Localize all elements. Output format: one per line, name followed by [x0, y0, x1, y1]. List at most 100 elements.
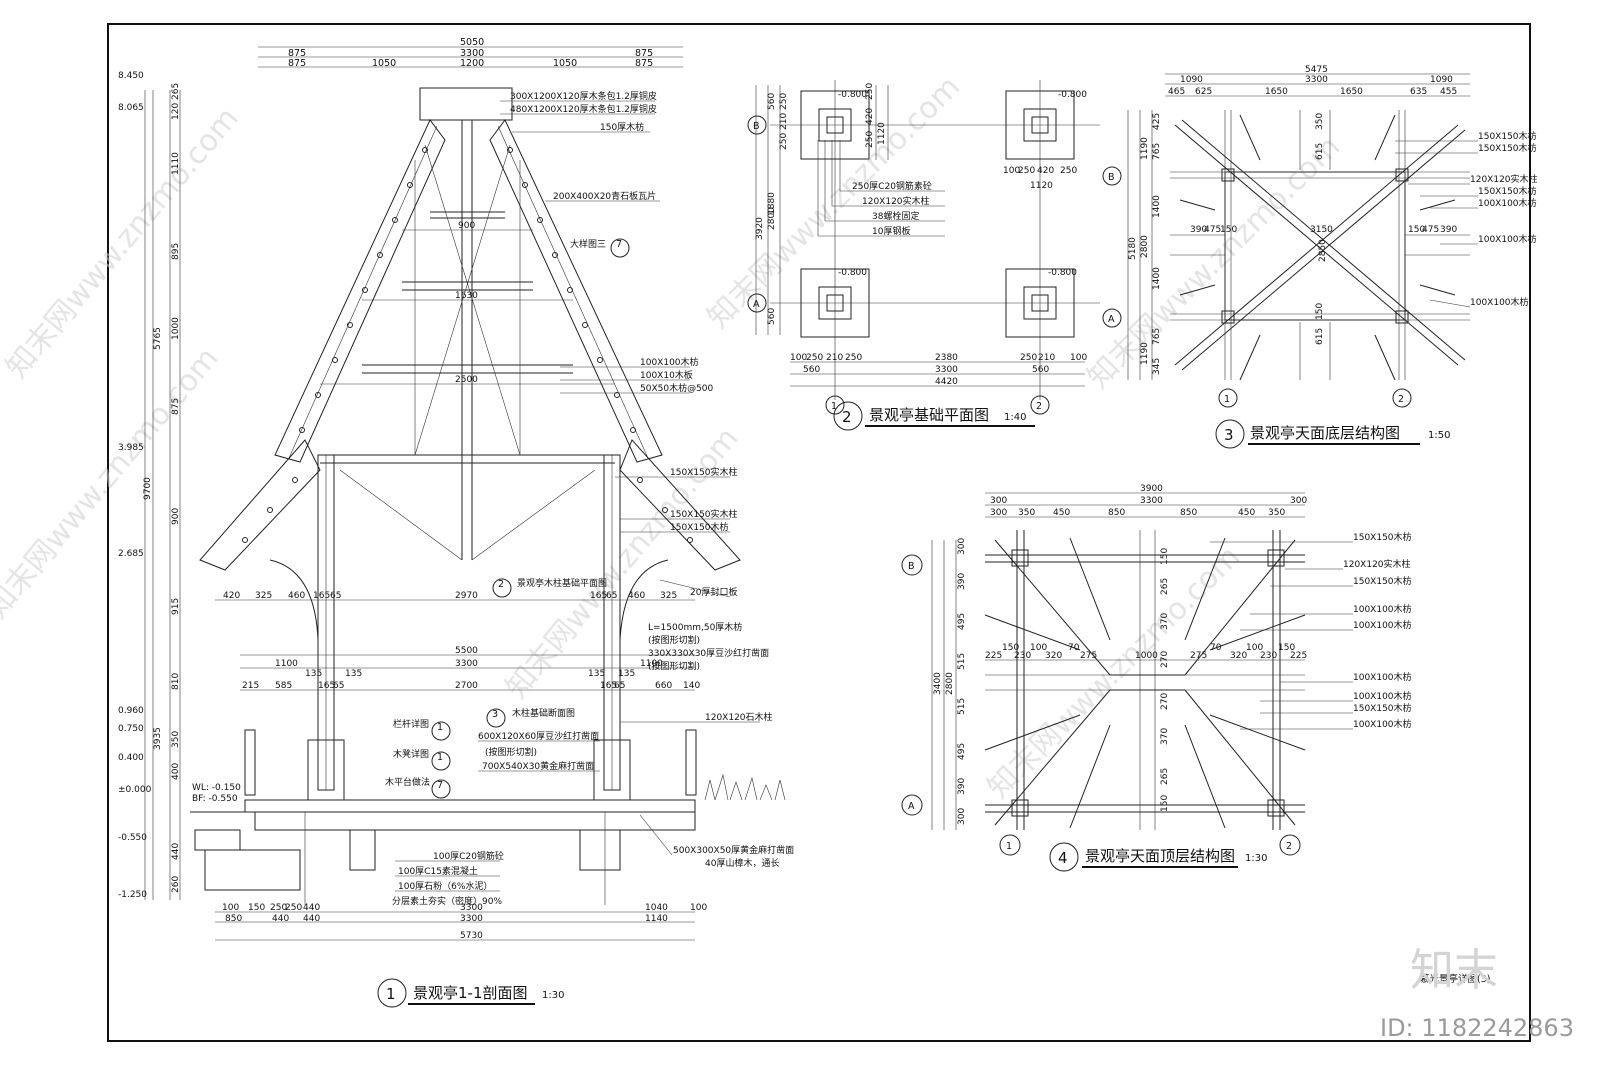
- callout: 1: [437, 722, 443, 733]
- dim: 325: [660, 591, 677, 601]
- dim: 450: [1053, 508, 1070, 518]
- dim: 1880: [767, 192, 777, 215]
- dim: 135: [305, 669, 322, 679]
- sheet-name: 慕光景亭详图(3): [1420, 973, 1490, 985]
- elevation: 0.960: [118, 706, 144, 716]
- dim: 390: [1190, 225, 1207, 235]
- dim: 150: [1160, 548, 1170, 565]
- dim: 350: [1315, 113, 1325, 130]
- dim: 250: [845, 353, 862, 363]
- dim: 1090: [1430, 75, 1453, 85]
- dim: 225: [985, 651, 1002, 661]
- axis-label: 2: [1036, 401, 1042, 412]
- dim: 615: [1315, 328, 1325, 345]
- dim: 850: [1180, 508, 1197, 518]
- dim: 250: [285, 903, 302, 913]
- elevation: 0.400: [118, 753, 144, 763]
- dim: 320: [1230, 651, 1247, 661]
- dim-top: 1050: [553, 58, 577, 69]
- dim-top: 875: [635, 58, 653, 69]
- dim: 300: [990, 508, 1007, 518]
- dim: 2850: [1318, 239, 1328, 262]
- roof-top-number: 4: [1058, 849, 1068, 867]
- dim: 100: [1030, 643, 1047, 653]
- annotation: 150X150木枋: [1353, 702, 1412, 714]
- dim: 150: [1278, 643, 1295, 653]
- dim: 915: [171, 598, 181, 615]
- annotation: 100X100木枋: [1353, 603, 1412, 615]
- dim: 300: [957, 538, 967, 555]
- annotation: 150X150木枋: [1478, 130, 1537, 142]
- dim: 70: [1210, 643, 1222, 653]
- dim-top: 875: [288, 48, 306, 59]
- image-id: ID: 1182242863: [1380, 1014, 1574, 1042]
- annotation: 150X150木枋: [1353, 531, 1412, 543]
- dim: 250: [779, 133, 789, 150]
- dim: 210: [826, 353, 843, 363]
- dim: 400: [171, 763, 181, 780]
- dim: 270: [1160, 651, 1170, 668]
- dim: 2800: [1140, 235, 1150, 258]
- dim: 150: [1002, 643, 1019, 653]
- axis-label: 1: [1006, 841, 1012, 852]
- dim: 250: [865, 83, 875, 100]
- dim: 300: [990, 496, 1007, 506]
- dim: 250: [1060, 166, 1077, 176]
- dim: 1120: [1030, 181, 1053, 191]
- axis-label: 1: [1224, 394, 1230, 405]
- dim: 270: [1160, 693, 1170, 710]
- dim: 230: [1260, 651, 1277, 661]
- title-number-circle: [377, 978, 407, 1008]
- dim: 475: [1204, 225, 1221, 235]
- dim: 210: [1038, 353, 1055, 363]
- axis-label: B: [1108, 172, 1115, 183]
- dim: 4420: [935, 377, 958, 387]
- dim: 495: [957, 743, 967, 760]
- dim: 370: [1160, 613, 1170, 630]
- dim: 440: [272, 914, 289, 924]
- annotation: (按图形切割): [648, 634, 700, 646]
- dim-top: 1200: [460, 58, 484, 69]
- dim: 515: [957, 653, 967, 670]
- dim: 1140: [645, 914, 668, 924]
- dim: 450: [1238, 508, 1255, 518]
- watermark: 知末网www.znzmo.com: [0, 101, 246, 385]
- dim: 1110: [171, 152, 181, 175]
- roof-bottom-structure-drawing: 5475 1090 3300 1090 465 625 1650 1650 63…: [1102, 65, 1538, 449]
- annotation: 150X150木枋: [1353, 575, 1412, 587]
- watermark: 知末网www.znzmo.com: [0, 341, 226, 625]
- dim: 5500: [455, 646, 478, 656]
- watermark-layer: 知末网www.znzmo.com 知末网www.znzmo.com 知末网www…: [0, 69, 1347, 805]
- annotation: 木柱基础断面图: [512, 707, 575, 719]
- annotation: 150X150实木柱: [670, 508, 738, 520]
- dim: 1400: [1152, 195, 1162, 218]
- rafter-marks: [242, 147, 693, 543]
- dim: 1190: [1140, 137, 1150, 160]
- dim: 1630: [455, 291, 478, 301]
- dim: 3300: [1140, 496, 1163, 506]
- dim: 135: [618, 669, 635, 679]
- annotation: 120X120实木柱: [1470, 173, 1538, 185]
- annotation: (按图形切割): [485, 746, 537, 758]
- annotation: 200X400X20青石板瓦片: [553, 190, 656, 202]
- section-1-drawing: 5050 3300 875 875 875 1050 1200 1050 875: [118, 37, 794, 1008]
- dim: 65: [614, 681, 625, 691]
- dim: 150: [1408, 225, 1425, 235]
- dim: 100: [222, 903, 239, 913]
- dim-top: 875: [288, 58, 306, 69]
- dim: 100: [790, 353, 807, 363]
- dim: 250: [1018, 166, 1035, 176]
- dim: 100: [1003, 166, 1020, 176]
- section-1-title: 景观亭1-1剖面图: [413, 984, 528, 1002]
- dim: 300: [957, 808, 967, 825]
- dim: 345: [1152, 358, 1162, 375]
- dim: 3300: [455, 659, 478, 669]
- axis-label: A: [753, 299, 760, 310]
- dim: 3920: [755, 217, 765, 240]
- dim: 585: [275, 681, 292, 691]
- dim: 65: [333, 681, 344, 691]
- dim: 420: [1037, 166, 1054, 176]
- dim: 390: [1440, 225, 1457, 235]
- annotation: 500X300X50厚黄金麻打凿面: [673, 844, 794, 856]
